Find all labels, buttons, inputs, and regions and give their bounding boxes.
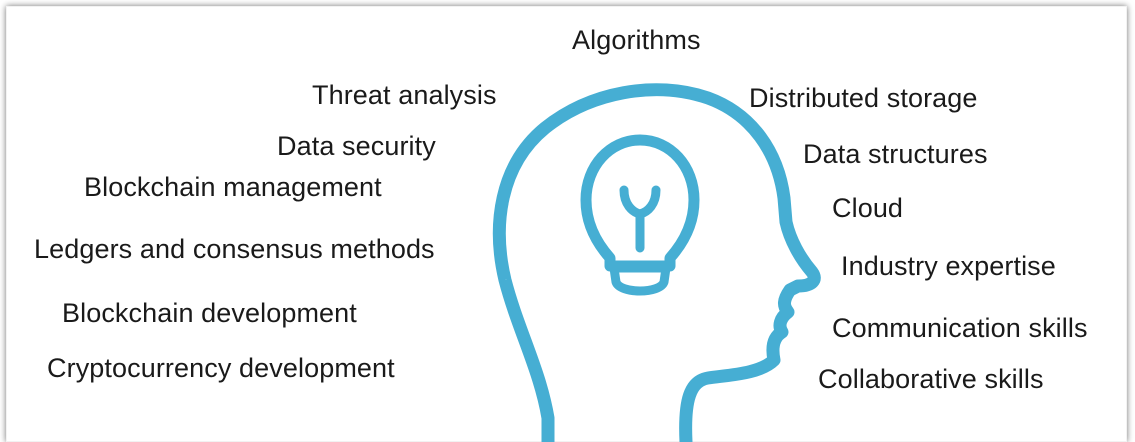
label-data-structures: Data structures — [803, 139, 988, 169]
label-blockchain-management: Blockchain management — [84, 172, 382, 202]
diagram-frame — [6, 6, 1127, 442]
head-outline — [492, 83, 821, 442]
label-algorithms: Algorithms — [572, 25, 701, 55]
label-threat-analysis: Threat analysis — [312, 80, 497, 110]
label-communication-skills: Communication skills — [832, 313, 1088, 343]
label-ledgers-consensus: Ledgers and consensus methods — [34, 234, 435, 264]
label-collaborative-skills: Collaborative skills — [818, 364, 1044, 394]
lightbulb-base — [609, 263, 671, 296]
label-data-security: Data security — [277, 131, 436, 161]
lightbulb-dome — [580, 134, 700, 272]
label-cryptocurrency-development: Cryptocurrency development — [47, 353, 395, 383]
label-cloud: Cloud — [832, 193, 904, 223]
label-industry-expertise: Industry expertise — [841, 251, 1056, 281]
label-distributed-storage: Distributed storage — [749, 83, 978, 113]
lightbulb-filament — [619, 185, 661, 253]
label-blockchain-development: Blockchain development — [62, 298, 357, 328]
